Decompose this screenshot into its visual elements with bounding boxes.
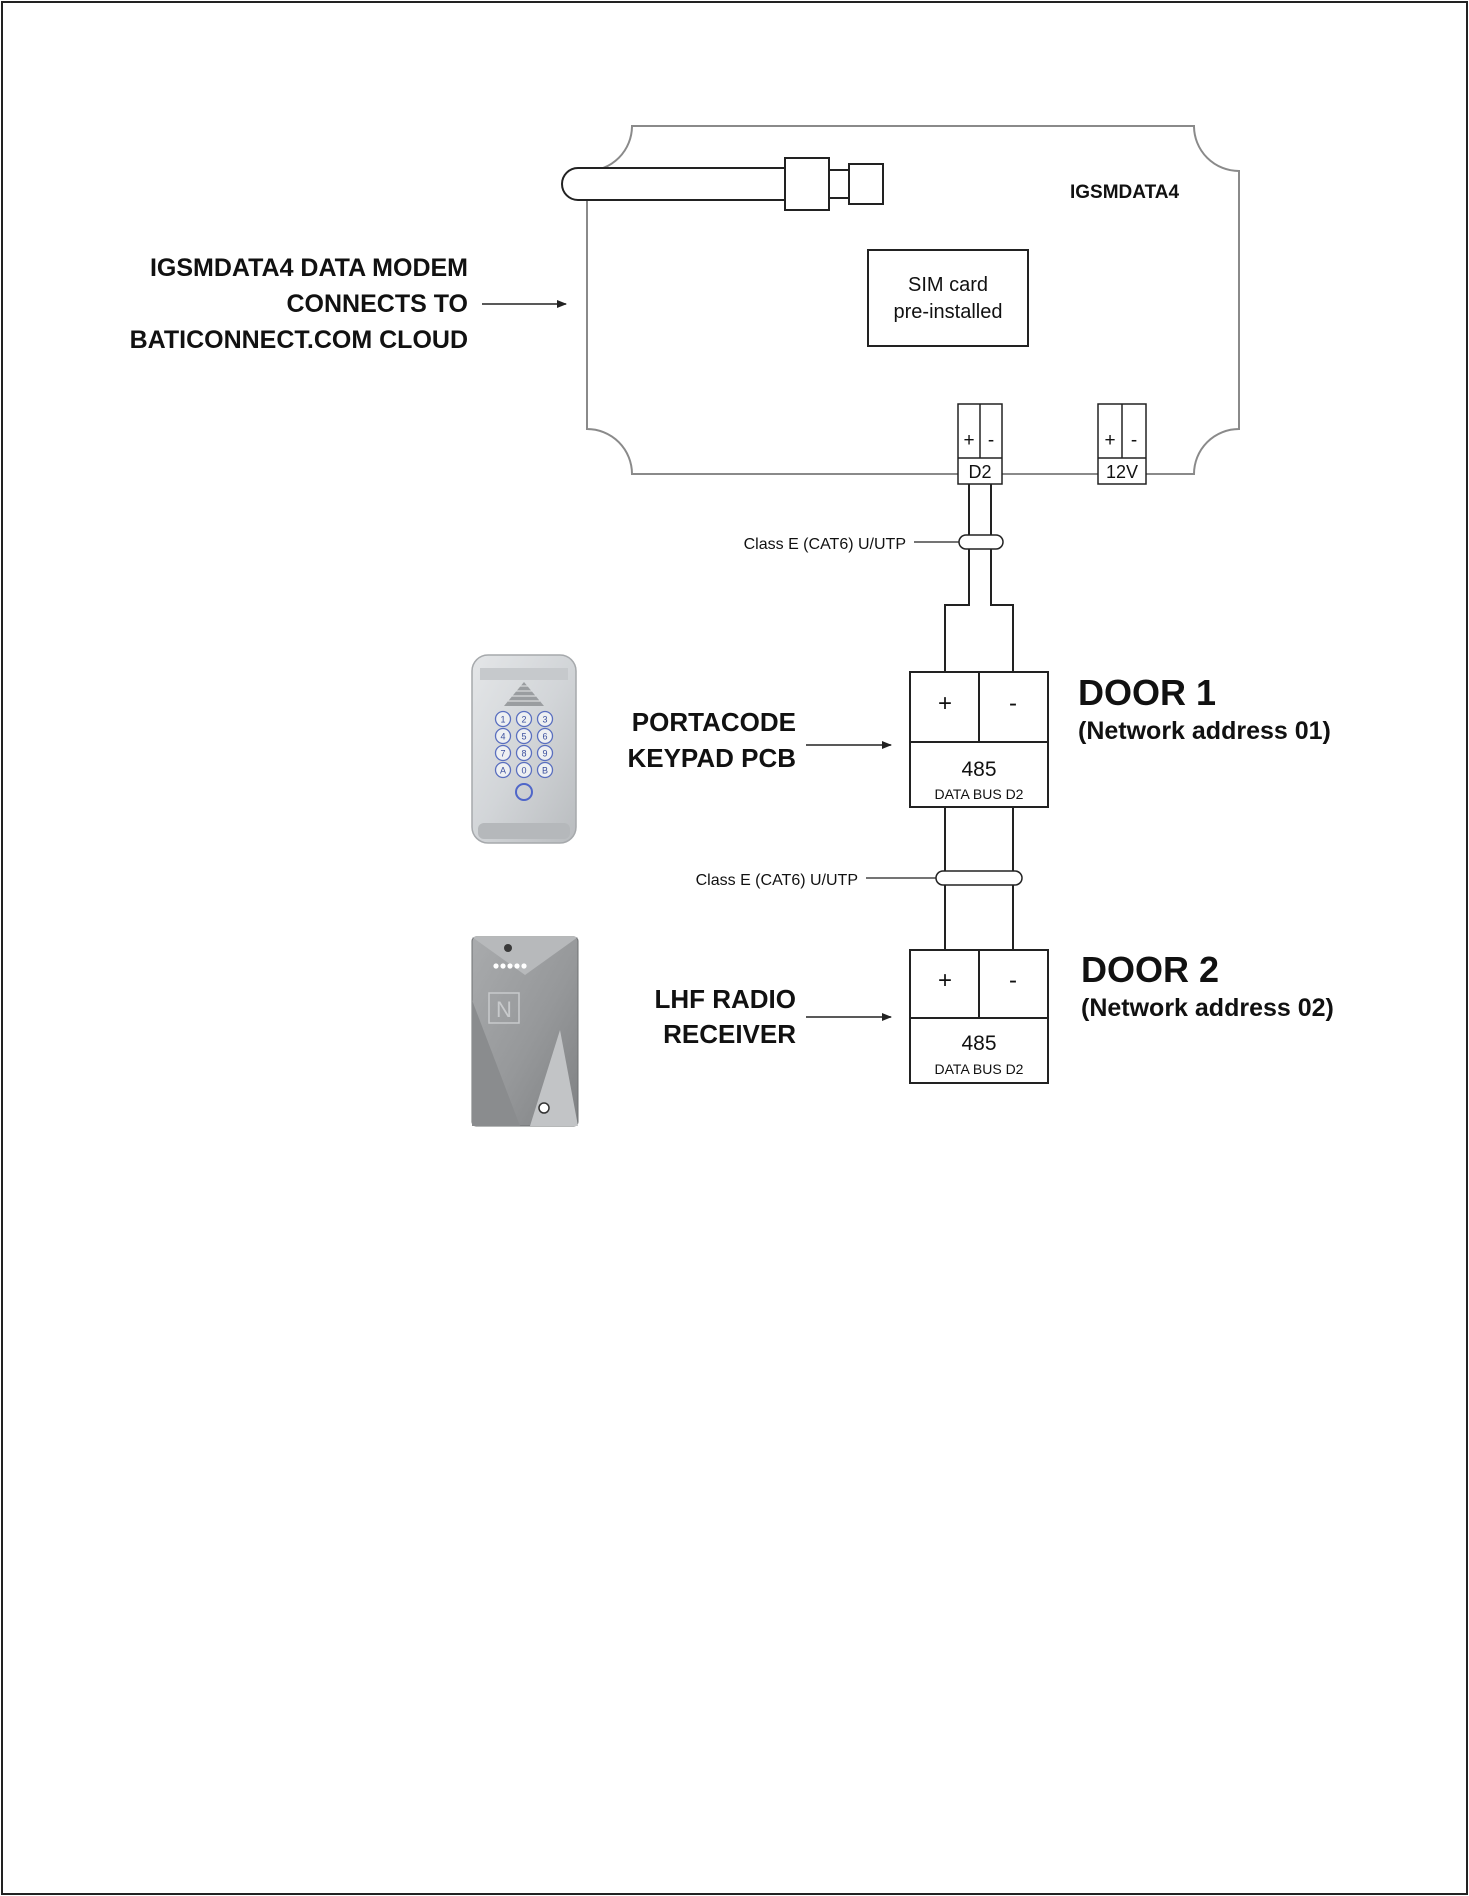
modem-enclosure: IGSMDATA4 SIM card pre-installed + - D2 … — [561, 125, 1240, 485]
terminal-d2-label: D2 — [968, 462, 991, 482]
keypad-key-label: 1 — [500, 715, 505, 725]
keypad-key-label: 4 — [500, 732, 505, 742]
keypad-key-label: A — [500, 766, 506, 776]
door-2-device-label-line2: RECEIVER — [663, 1019, 796, 1049]
door-2-title: DOOR 2 — [1081, 949, 1219, 990]
sim-card-sublabel: pre-installed — [894, 301, 1003, 323]
keypad-key-label: 6 — [542, 732, 547, 742]
door-2-minus: - — [1009, 967, 1017, 994]
door-1-minus: - — [1009, 690, 1017, 717]
door-1-terminal: + - 485 DATA BUS D2 — [909, 671, 1049, 808]
keypad-key — [515, 710, 533, 728]
terminal-d2-minus: - — [988, 430, 994, 451]
cable-2-sheath — [935, 870, 1023, 886]
modem-callout-line2: CONNECTS TO — [287, 290, 469, 318]
keypad-key — [494, 710, 512, 728]
keypad-key-label: 2 — [521, 715, 526, 725]
modem-callout-line3: BATICONNECT.COM CLOUD — [130, 326, 468, 354]
terminal-12v: + - 12V — [1097, 403, 1147, 485]
keypad-key — [515, 761, 533, 779]
keypad-key-label: 9 — [542, 749, 547, 759]
keypad-key — [515, 727, 533, 745]
brand-logo-letter: N — [496, 997, 512, 1022]
keypad-key-label: 0 — [521, 766, 526, 776]
door-1-plus: + — [938, 690, 952, 717]
button-icon — [538, 1102, 550, 1114]
door-1-bus-number: 485 — [961, 758, 996, 781]
keypad-key — [536, 727, 554, 745]
terminal-d2-plus: + — [963, 430, 974, 451]
door-2-bus-number: 485 — [961, 1032, 996, 1055]
door-1-title: DOOR 1 — [1078, 672, 1216, 713]
keypad-key-label: 3 — [542, 715, 547, 725]
keypad-key-label: 8 — [521, 749, 526, 759]
keypad-key — [494, 727, 512, 745]
door-2-bus-label: DATA BUS D2 — [935, 1061, 1024, 1077]
brand-logo: N — [488, 992, 520, 1024]
speaker-grille-icon — [504, 682, 544, 706]
cable-1-sheath — [958, 534, 1004, 550]
cable-2-label: Class E (CAT6) U/UTP — [696, 872, 858, 889]
modem-callout: IGSMDATA4 DATA MODEM CONNECTS TO BATICON… — [130, 254, 567, 354]
keypad-key — [536, 710, 554, 728]
keypad-key — [494, 744, 512, 762]
antenna-icon — [561, 157, 884, 211]
modem-callout-line1: IGSMDATA4 DATA MODEM — [150, 254, 468, 282]
terminal-12v-plus: + — [1104, 430, 1115, 451]
door-1-subtitle: (Network address 01) — [1078, 717, 1331, 745]
keypad-key — [494, 761, 512, 779]
led-indicators-icon — [493, 963, 527, 969]
sim-card-label: SIM card — [908, 274, 988, 296]
modem-title: IGSMDATA4 — [1070, 182, 1180, 203]
keypad-key — [536, 761, 554, 779]
cable-1: Class E (CAT6) U/UTP — [744, 484, 1014, 672]
terminal-12v-label: 12V — [1106, 462, 1138, 482]
door-2-subtitle: (Network address 02) — [1081, 994, 1334, 1022]
keypad-keys: 1 2 3 4 5 6 7 8 9A 0 B — [494, 710, 554, 779]
keypad-key-label: 5 — [521, 732, 526, 742]
terminal-d2: + - D2 — [957, 403, 1003, 485]
door-1-device-label-line1: PORTACODE — [632, 707, 796, 737]
portacode-keypad-image: 1 2 3 4 5 6 7 8 9A 0 B — [471, 654, 577, 844]
cable-1-label: Class E (CAT6) U/UTP — [744, 536, 906, 553]
lhf-radio-receiver-image: N — [471, 936, 579, 1127]
door-2-device-label-line1: LHF RADIO — [654, 984, 796, 1014]
terminal-12v-minus: - — [1131, 430, 1137, 451]
cable-2: Class E (CAT6) U/UTP — [696, 807, 1023, 950]
door-1-device-label-line2: KEYPAD PCB — [627, 743, 796, 773]
keypad-key-label: 7 — [500, 749, 505, 759]
door-2-terminal: + - 485 DATA BUS D2 — [909, 949, 1049, 1084]
door-1-bus-label: DATA BUS D2 — [935, 786, 1024, 802]
door-2-plus: + — [938, 967, 952, 994]
sim-card-box — [867, 249, 1029, 347]
keypad-key — [515, 744, 533, 762]
keypad-key-label: B — [542, 766, 548, 776]
reader-ring-icon — [515, 783, 533, 801]
keypad-key — [536, 744, 554, 762]
